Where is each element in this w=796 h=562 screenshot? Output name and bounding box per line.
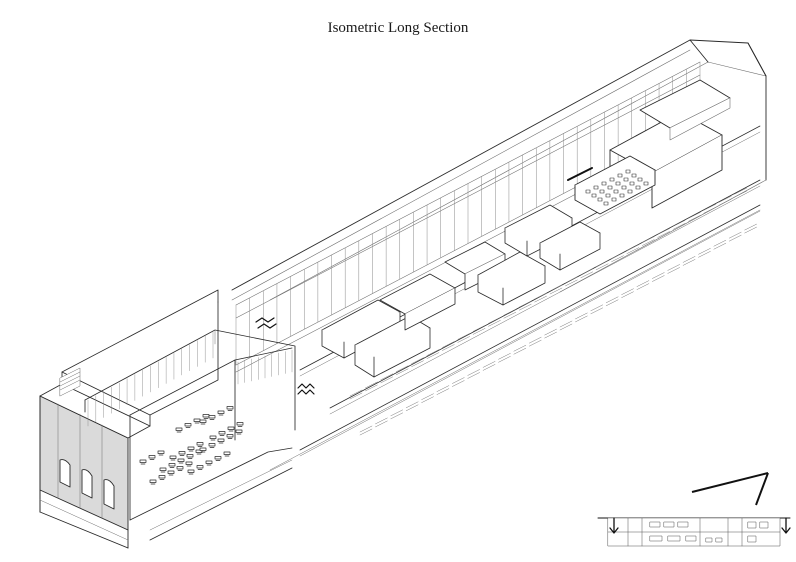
lecture-seating <box>585 169 649 206</box>
drawing-title: Isometric Long Section <box>327 20 469 36</box>
north-arrow-icon <box>691 472 769 506</box>
reading-hall-structure <box>59 289 296 541</box>
shelving-rows <box>349 187 757 436</box>
interior-room-boxes <box>321 204 601 378</box>
upper-glazing-mullions <box>235 61 701 366</box>
key-plan-icon <box>597 517 791 547</box>
court-glazing <box>87 331 293 427</box>
stair-elements <box>255 167 593 395</box>
roof-envelope <box>231 39 767 301</box>
reading-tables <box>139 406 244 485</box>
section-cut-arrow-icon <box>609 517 791 534</box>
entrance-block <box>39 383 151 549</box>
